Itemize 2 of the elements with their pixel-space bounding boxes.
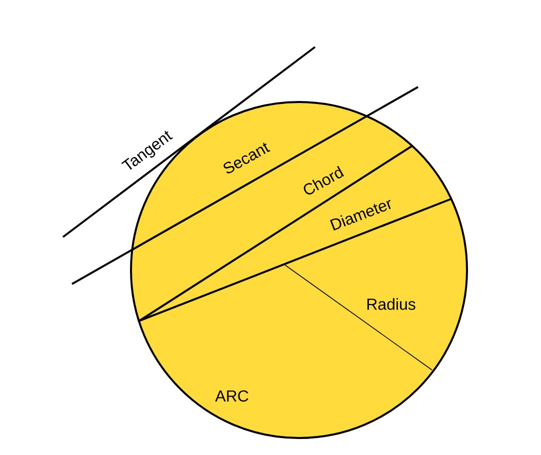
line-label: ARC (215, 390, 248, 402)
line-label: Radius (367, 298, 416, 310)
